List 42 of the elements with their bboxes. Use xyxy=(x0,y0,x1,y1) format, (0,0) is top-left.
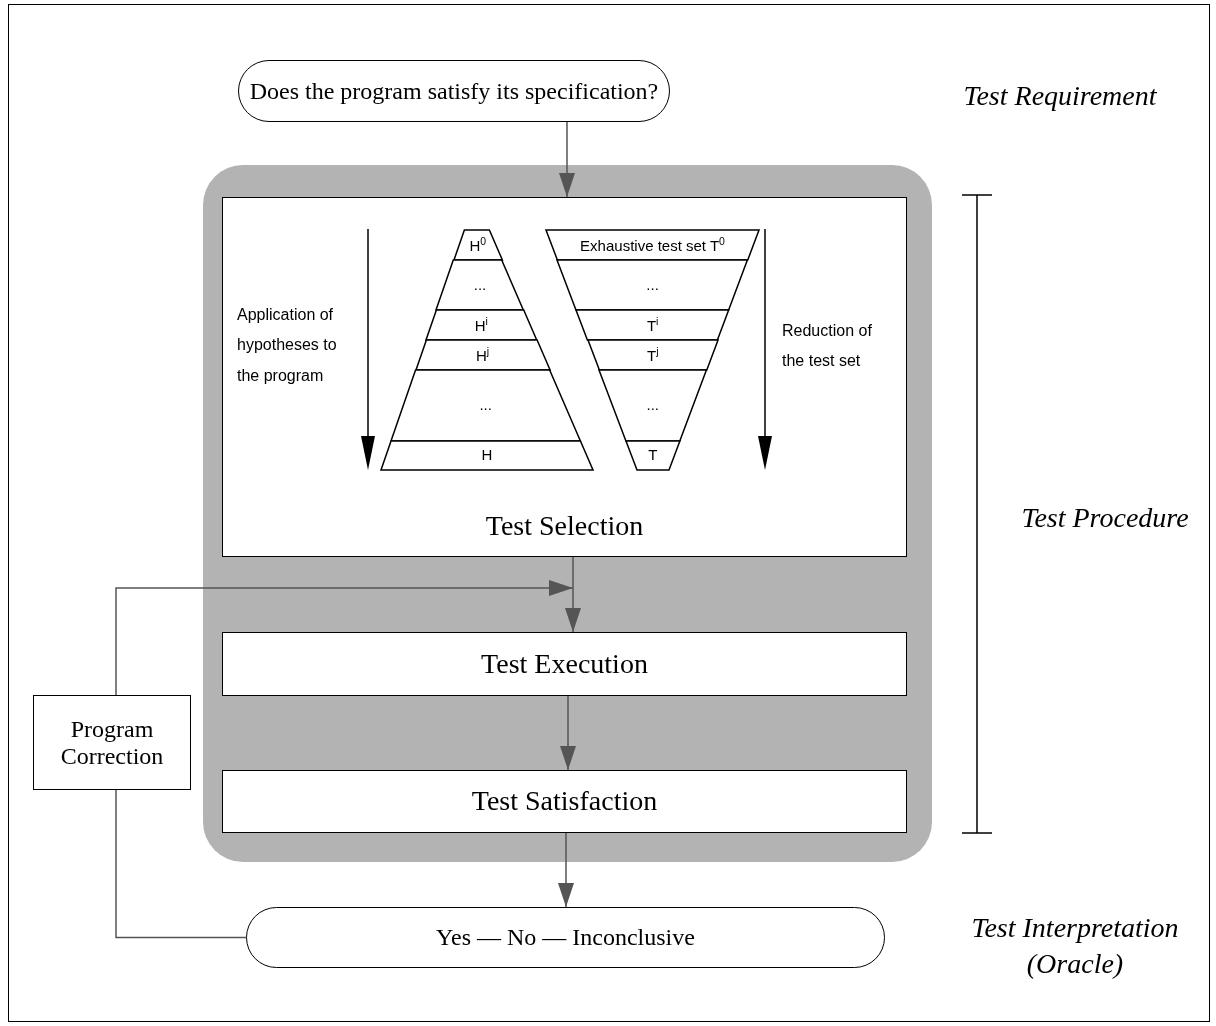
panel-background xyxy=(203,165,932,862)
layer-band xyxy=(557,260,748,310)
layer-label: T xyxy=(648,447,658,464)
layer-label: T$^{i}$ xyxy=(646,315,659,335)
process-box xyxy=(33,695,191,790)
layer-label: ... xyxy=(473,276,487,294)
box-title: Program Correction xyxy=(59,716,165,769)
layer-label: T$^{j}$ xyxy=(646,345,659,365)
process-box xyxy=(222,770,907,833)
box-title: Test Satisfaction xyxy=(471,786,658,817)
layer-label: H xyxy=(481,447,493,464)
annotation-text: Application of hypotheses to the program xyxy=(237,305,338,386)
layer-band xyxy=(626,441,680,470)
stage-label: Test Requirement xyxy=(962,79,1158,113)
layer-label: ... xyxy=(479,397,492,414)
layer-band xyxy=(453,230,502,260)
layer-band xyxy=(381,441,593,470)
arrow xyxy=(565,556,581,633)
interpretation-label: Test Interpretation (Oracle) xyxy=(970,911,1180,982)
layer-band xyxy=(546,230,759,260)
annotation-text: Reduction of the test set xyxy=(782,321,873,372)
arrow xyxy=(115,580,574,696)
layer-label: H$^{0}$ xyxy=(469,235,487,255)
stage-label: Test Procedure xyxy=(1020,501,1190,535)
box-title: Test Execution xyxy=(481,648,648,680)
layer-label: H$^{i}$ xyxy=(474,315,488,335)
arrow xyxy=(559,121,575,198)
layer-label: ... xyxy=(646,276,659,294)
terminal-text: Yes — No — Inconclusive xyxy=(436,924,695,951)
layer-label: ... xyxy=(646,397,660,414)
arrow xyxy=(560,695,576,771)
process-box xyxy=(222,632,907,696)
layer-band xyxy=(415,340,550,370)
layer-label: Exhaustive test set T$^{0}$ xyxy=(580,235,725,255)
layer-band xyxy=(587,340,718,370)
box-title: Test Selection xyxy=(484,511,645,542)
terminal-text: Does the program satisfy its specification? xyxy=(249,77,659,105)
process-box xyxy=(222,197,907,557)
layer-band xyxy=(576,310,729,340)
layer-band xyxy=(425,310,537,340)
layer-label: H$^{j}$ xyxy=(476,345,490,365)
arrow xyxy=(558,832,574,908)
